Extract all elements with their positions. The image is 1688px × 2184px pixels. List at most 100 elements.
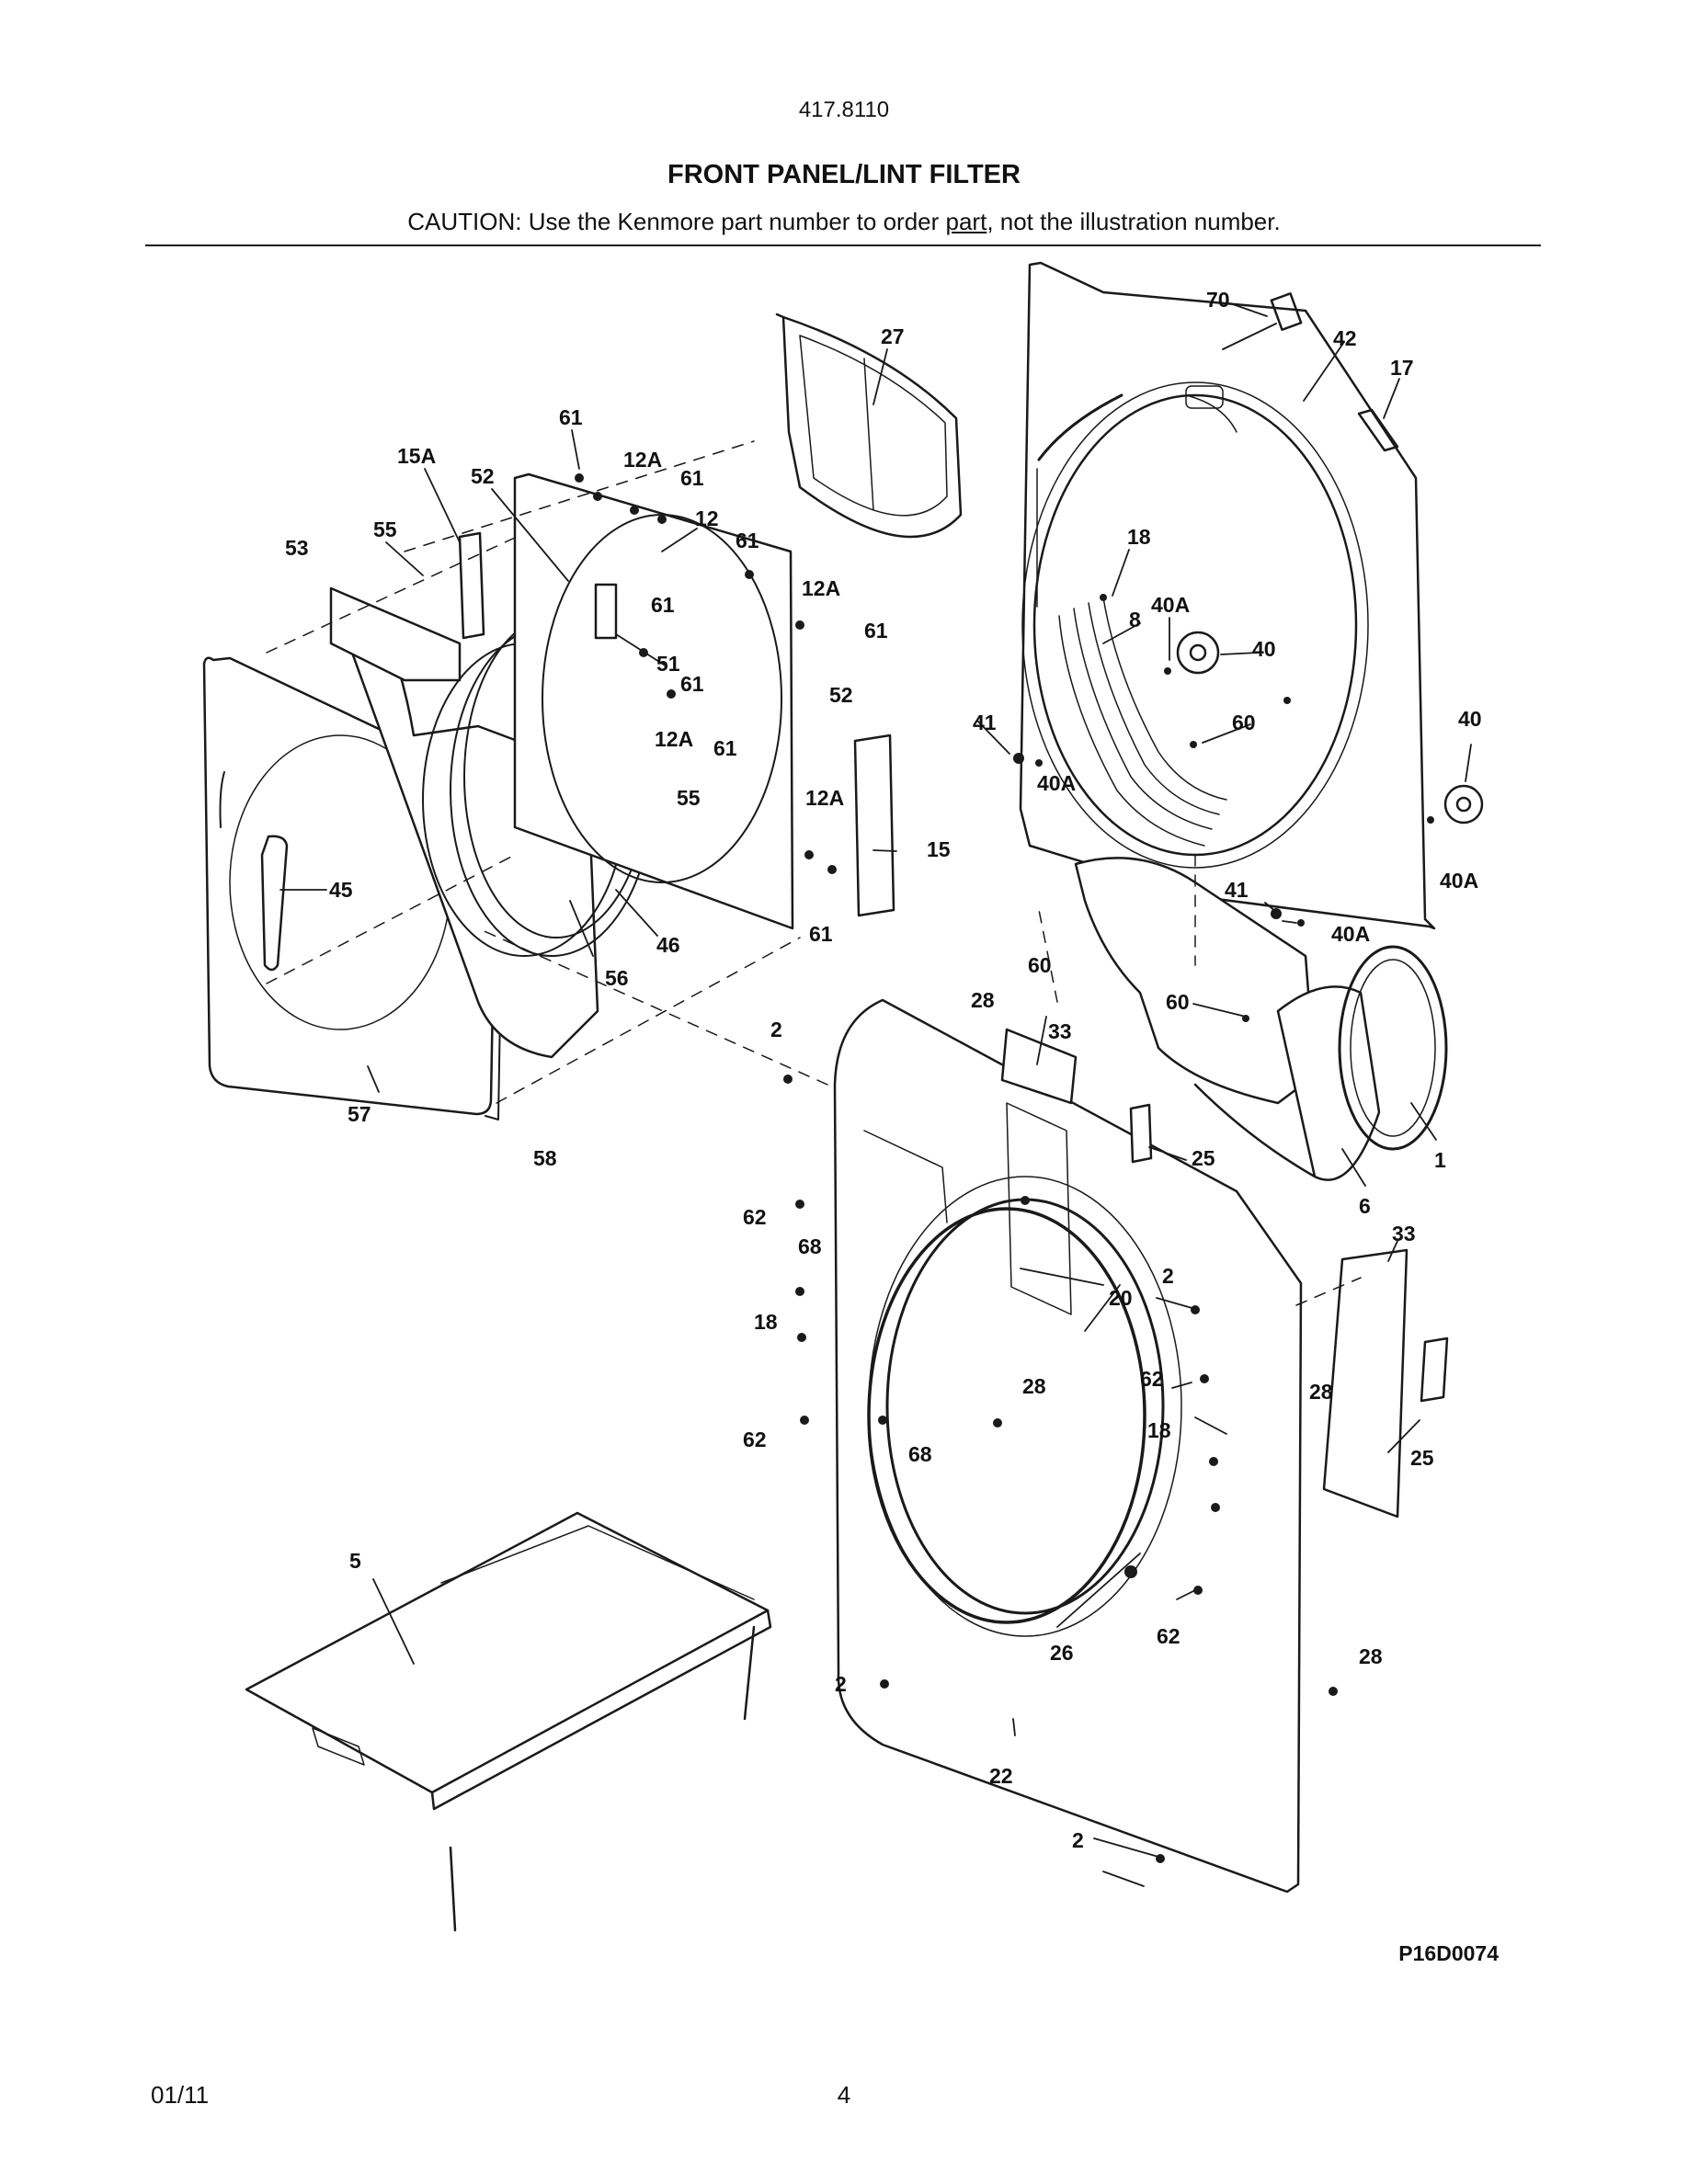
callout-41: 41 [973,711,997,734]
callout-52: 52 [471,464,495,488]
callout-40a: 40A [1037,771,1076,795]
bracket [1357,408,1399,452]
door-handle [260,835,289,972]
callout-40a: 40A [1331,922,1370,946]
callout-18: 18 [1147,1418,1171,1442]
callout-40: 40 [1458,707,1482,731]
callout-60: 60 [1232,711,1256,734]
callout-61: 61 [559,405,583,429]
callout-17: 17 [1390,356,1414,380]
callout-40a: 40A [1440,869,1478,893]
revision-date: 01/11 [151,2081,210,2109]
callout-26: 26 [1050,1641,1074,1665]
callout-60: 60 [1028,953,1052,977]
callout-18: 18 [754,1310,778,1334]
callout-22: 22 [989,1764,1013,1788]
callout-68: 68 [798,1234,822,1258]
callout-27: 27 [881,324,905,348]
callout-60: 60 [1166,990,1190,1014]
fasteners [575,473,1434,1863]
callout-51: 51 [656,652,680,676]
callout-61: 61 [680,466,704,490]
front-panel-bracket [1322,1248,1409,1519]
page-number: 4 [837,2081,851,2109]
front-panel [833,998,1303,1894]
door-switch [594,583,618,640]
door-striker [458,531,485,640]
page-title: FRONT PANEL/LINT FILTER [667,160,1021,189]
callout-53: 53 [285,536,309,560]
callout-61: 61 [713,736,737,760]
callout-52: 52 [829,683,853,707]
callout-5: 5 [349,1549,361,1573]
callout-55: 55 [677,786,701,810]
callout-62: 62 [1140,1367,1164,1391]
callout-33: 33 [1048,1019,1072,1043]
callout-28: 28 [1309,1380,1333,1404]
caution-note: CAUTION: Use the Kenmore part number to … [0,208,1688,236]
callout-12: 12 [695,506,719,530]
model-number: 417.8110 [798,97,890,122]
front-seal-ring [867,1207,1146,1624]
caution-text-start: CAUTION: Use the Kenmore part number to … [407,208,946,235]
callout-15a: 15A [397,444,436,468]
callout-33: 33 [1392,1222,1416,1246]
callout-58: 58 [533,1146,557,1170]
drying-rack [245,1511,772,1932]
callout-12a: 12A [623,448,662,472]
callout-55: 55 [373,518,397,541]
callout-25: 25 [1192,1146,1215,1170]
callout-12a: 12A [655,727,693,751]
callout-42: 42 [1333,326,1357,350]
door-hinge-plate [329,586,462,682]
heater-element [1058,597,1227,847]
callout-28: 28 [1359,1644,1383,1668]
callout-12a: 12A [805,786,844,810]
callout-61: 61 [680,672,704,696]
front-top-bracket [1000,1028,1078,1105]
door-latch [853,734,895,917]
callout-68: 68 [908,1442,932,1466]
callout-62: 62 [743,1428,767,1451]
callout-6: 6 [1359,1194,1371,1218]
callout-46: 46 [656,933,680,957]
callout-61: 61 [651,593,675,617]
callout-62: 62 [743,1205,767,1229]
lint-filter [775,313,963,539]
callout-2: 2 [1072,1828,1084,1852]
callout-40: 40 [1252,637,1276,661]
duct-seal [1338,945,1448,1151]
callout-8: 8 [1129,608,1141,631]
callout-2: 2 [835,1672,847,1696]
callout-61: 61 [864,619,888,643]
caution-text-end: , not the illustration number. [987,208,1281,235]
callout-28: 28 [971,988,995,1012]
exhaust-duct [1074,857,1381,1181]
callout-12a: 12A [802,576,840,600]
callout-57: 57 [348,1102,371,1126]
callout-40a: 40A [1151,593,1190,617]
callout-labels: 70 27 42 17 61 15A 12A 61 52 12 55 61 53… [285,288,1482,1852]
rear-bearing [1443,784,1484,825]
header-divider [145,245,1541,246]
rear-bulkhead-panel [1019,261,1436,930]
callout-20: 20 [1109,1286,1133,1310]
callout-41: 41 [1225,878,1249,902]
callout-2: 2 [770,1018,782,1041]
front-switch [1129,1103,1153,1164]
callout-61: 61 [809,922,833,946]
front-switch-bracket [1420,1337,1449,1403]
callout-25: 25 [1410,1446,1434,1470]
callout-62: 62 [1157,1624,1180,1648]
callout-15: 15 [927,837,951,861]
callout-70: 70 [1206,288,1230,312]
caution-underlined-word: part [945,208,987,235]
alignment-lines [266,440,1362,1306]
figure-id: P16D0074 [1398,1941,1499,1965]
callout-56: 56 [605,966,629,990]
callout-28: 28 [1022,1374,1046,1398]
callout-18: 18 [1127,525,1151,549]
callout-61: 61 [736,529,759,552]
callout-45: 45 [329,878,353,902]
callout-1: 1 [1434,1148,1446,1172]
